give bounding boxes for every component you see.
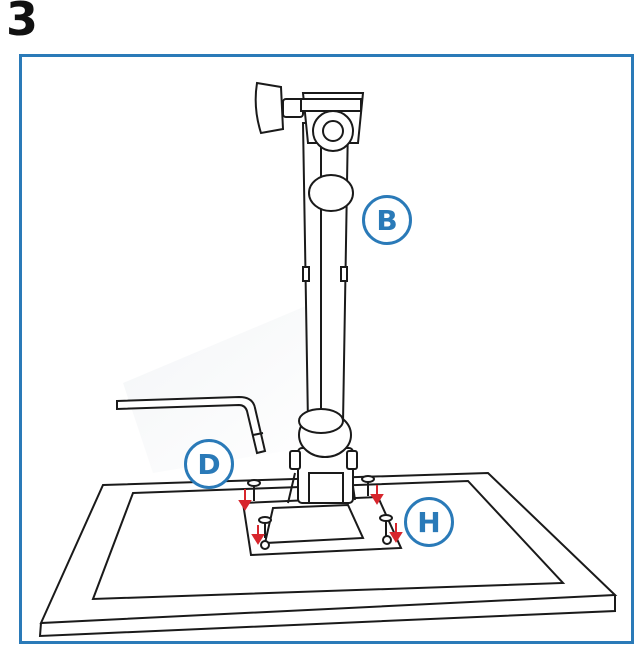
illustration-panel: B D H <box>19 54 634 644</box>
floor-shadow <box>123 303 333 473</box>
down-arrow-icon <box>238 489 252 511</box>
screw-icon <box>247 479 261 501</box>
hex-key-icon <box>116 395 267 455</box>
screw-icon <box>361 475 375 496</box>
down-arrow-icon <box>370 485 384 505</box>
down-arrow-icon <box>389 523 403 543</box>
arm-column <box>298 122 354 458</box>
callout-b: B <box>362 195 412 245</box>
down-arrow-icon <box>251 525 265 545</box>
screw-icon <box>258 516 272 538</box>
step-number: 3 <box>6 0 39 46</box>
screw-icon <box>379 514 393 536</box>
assembly-illustration <box>38 81 618 638</box>
mount-bracket <box>241 472 403 557</box>
callout-h: H <box>404 497 454 547</box>
arm-head <box>254 81 365 152</box>
callout-d: D <box>184 439 234 489</box>
